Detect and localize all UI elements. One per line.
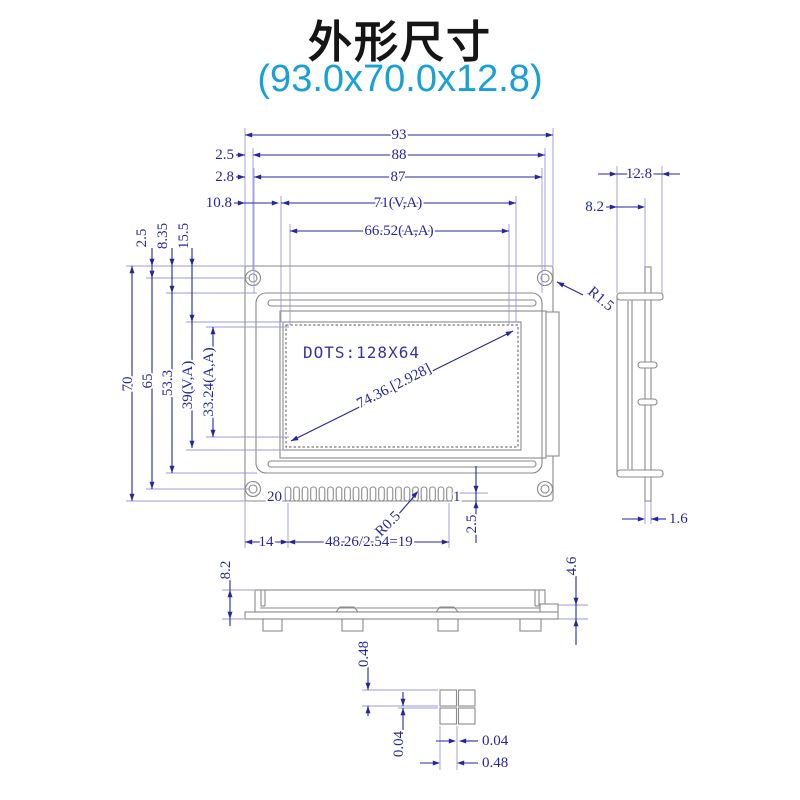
bezel-slot-bottom — [267, 460, 537, 468]
dim-4_6: 4.6 — [564, 556, 580, 575]
pin — [446, 486, 453, 502]
pin — [420, 486, 428, 502]
bottom-step — [539, 603, 559, 613]
pin-row — [284, 486, 453, 502]
dim-r1_5: R1.5 — [584, 284, 616, 315]
side-view: 12.8 8.2 1.6 — [583, 164, 690, 529]
pin — [429, 486, 436, 502]
bezel-side-flange — [545, 311, 560, 457]
bottom-pcb-strip — [244, 611, 559, 620]
dim-0_48-v: 0.48 — [356, 641, 372, 667]
dim-pin-offset: 2.5 — [464, 515, 480, 534]
pin — [395, 486, 402, 502]
dim-53_3: 53.3 — [160, 370, 176, 396]
pin — [344, 486, 351, 502]
pin — [284, 486, 292, 502]
dim-14: 14 — [259, 534, 275, 550]
dim-0_04-h: 0.04 — [482, 733, 509, 749]
side-bezel — [616, 295, 633, 475]
dim-0_48-h: 0.48 — [482, 755, 508, 771]
extension-lines — [126, 128, 663, 770]
display-dots-label: DOTS:128X64 — [303, 343, 420, 362]
pin — [361, 486, 368, 502]
bezel-slot-top — [267, 299, 537, 307]
dim-loff-15_5: 15.5 — [176, 223, 192, 249]
dim-off-2_8: 2.8 — [215, 169, 234, 185]
dim-39va: 39(V,A) — [180, 361, 196, 409]
page-title: 外形尺寸 — [308, 18, 492, 67]
pin-number-20: 20 — [267, 489, 282, 505]
dim-8_2-bottom: 8.2 — [218, 561, 234, 580]
dim-93: 93 — [392, 127, 407, 143]
side-tab-bottom — [616, 469, 664, 478]
front-view: DOTS:128X64 74.36 [2.928] — [244, 265, 560, 502]
side-tab-top — [616, 292, 664, 301]
bottom-frame — [254, 589, 546, 613]
dim-8_2-side: 8.2 — [585, 199, 604, 215]
bottom-view: 8.2 4.6 — [216, 554, 582, 645]
pin — [293, 486, 300, 502]
bottom-feet — [262, 618, 542, 632]
dim-70: 70 — [120, 377, 136, 392]
dim-6652aa: 66.52(A,A) — [364, 223, 433, 239]
pin — [369, 486, 377, 502]
pin — [437, 486, 445, 502]
pin — [378, 486, 385, 502]
dim-pitch: 48.26/2.54=19 — [325, 534, 413, 550]
dim-loff-8_35: 8.35 — [155, 223, 171, 249]
front-dimensions: 93 88 87 71(V,A) 66.52(A,A) 2.5 2.8 10.8… — [118, 125, 619, 552]
dim-off-10_8: 10.8 — [206, 195, 232, 211]
side-pcb — [644, 266, 652, 502]
pin — [327, 486, 334, 502]
dim-65: 65 — [140, 374, 156, 389]
pin-cross-section — [439, 689, 476, 725]
active-area-dashed — [285, 324, 519, 448]
pin — [352, 486, 360, 502]
dim-87: 87 — [391, 169, 407, 185]
dim-71va: 71(V,A) — [374, 195, 422, 211]
pin — [318, 486, 326, 502]
page-subtitle: (93.0x70.0x12.8) — [257, 58, 543, 100]
diagonal-line — [290, 330, 514, 442]
dim-1_6: 1.6 — [669, 511, 688, 527]
pin — [310, 486, 317, 502]
pin-number-1: 1 — [453, 489, 461, 505]
pin — [335, 486, 343, 502]
dim-3324aa: 33.24(A,A) — [201, 347, 217, 416]
pin — [403, 486, 411, 502]
dim-88: 88 — [392, 147, 407, 163]
dim-0_04-v: 0.04 — [391, 730, 407, 757]
dim-off-2_5: 2.5 — [215, 147, 234, 163]
dim-12_8: 12.8 — [626, 166, 652, 182]
pin — [301, 486, 309, 502]
pin — [386, 486, 394, 502]
dim-loff-2_5: 2.5 — [134, 229, 150, 248]
pin-detail-view: 0.48 0.04 0.04 0.48 — [354, 639, 511, 773]
side-tab-mid2 — [637, 398, 658, 406]
side-tab-mid1 — [637, 361, 658, 369]
